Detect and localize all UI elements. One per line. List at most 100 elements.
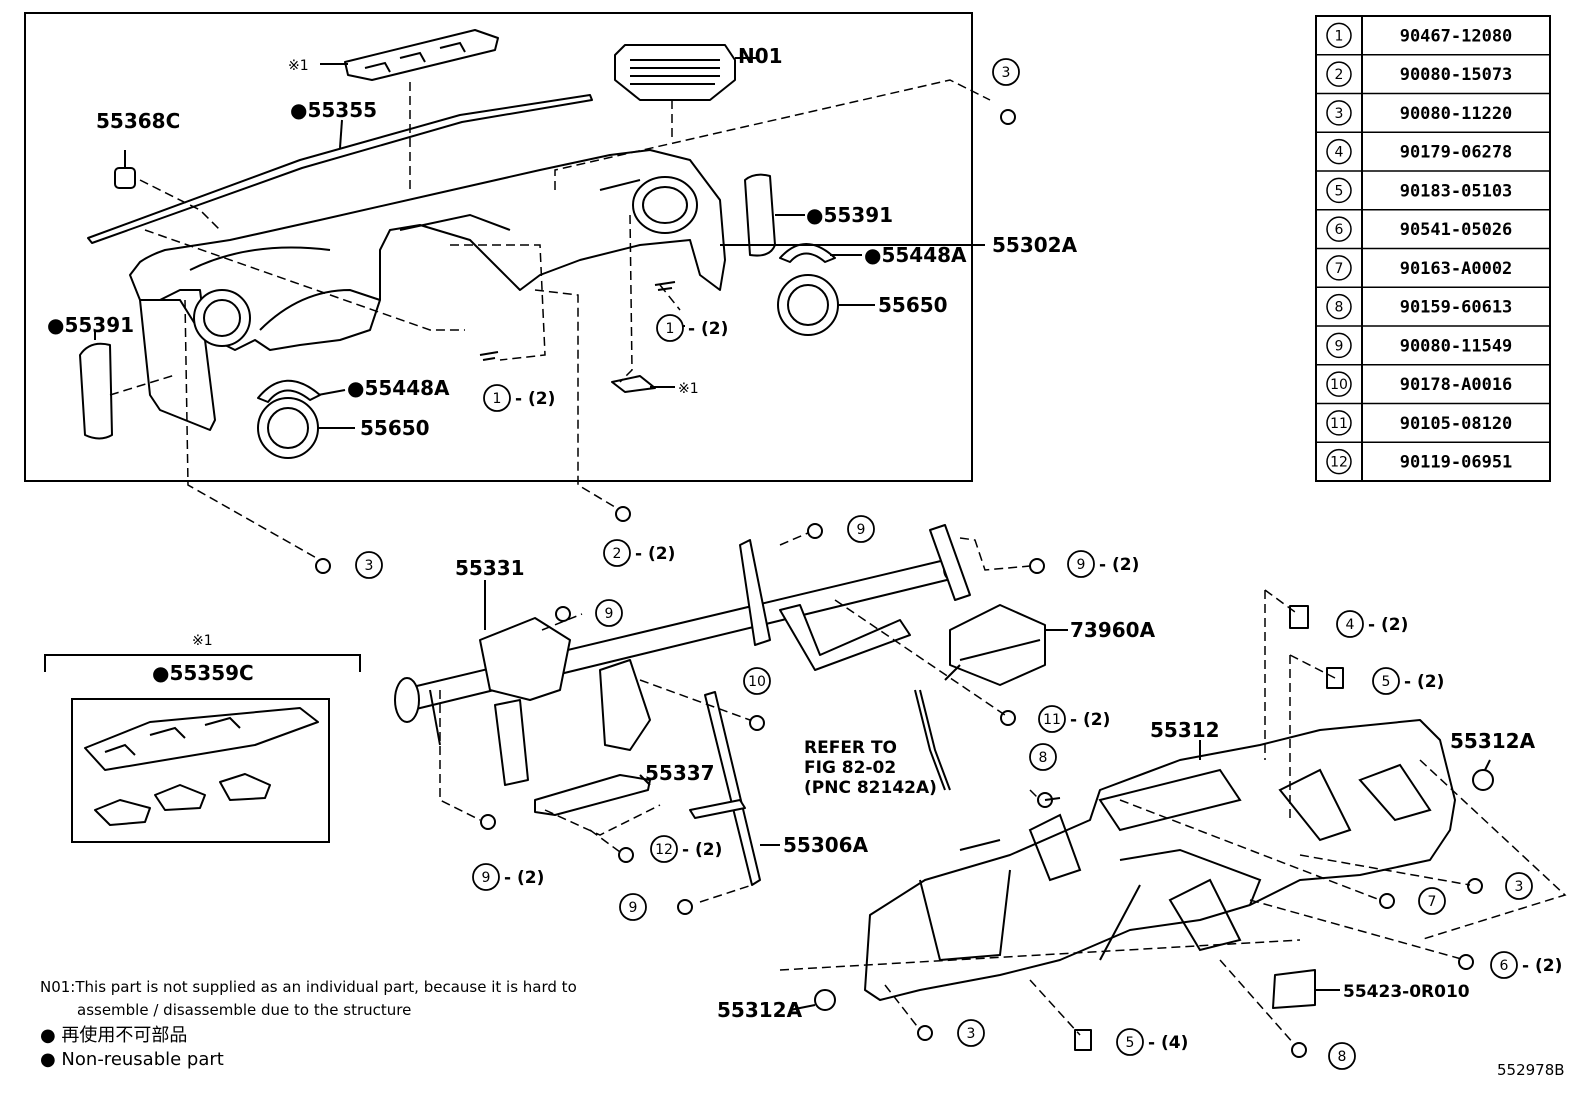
callout-circle xyxy=(1328,1042,1356,1070)
callout-circle xyxy=(472,863,500,891)
dashed-guides xyxy=(439,532,1567,1046)
label-55312a-right: 55312A xyxy=(1450,729,1536,753)
callout-circle xyxy=(650,835,678,863)
part-labels: N01 ※1 ●55355 55368C ●55391 ●55448A 5530… xyxy=(40,44,1565,1079)
callout-c8_bottom: 8 xyxy=(1328,1042,1356,1070)
vent-n01 xyxy=(614,44,736,101)
table-row-part-number: 90178-A0016 xyxy=(1400,375,1513,395)
label-marker-top: ※1 xyxy=(288,58,309,74)
callout-c6: 6 - (2) xyxy=(1490,951,1562,979)
callout-c3_top: 3 xyxy=(992,58,1020,86)
callout-number: 10 xyxy=(748,674,766,690)
callout-c9_mid: 9 xyxy=(595,599,623,627)
callout-c11: 11- (2) xyxy=(1038,705,1110,733)
refer-note-line3: (PNC 82142A) xyxy=(804,778,937,798)
callout-c3_right: 3 xyxy=(1505,872,1533,900)
table-row-circle xyxy=(1326,22,1352,49)
callout-circle xyxy=(1418,887,1446,915)
callout-quantity: - (2) xyxy=(1368,615,1408,635)
table-row-circle xyxy=(1326,61,1352,87)
label-55650-right: 55650 xyxy=(878,293,948,317)
table-row-number: 7 xyxy=(1335,261,1344,277)
callout-number: 6 xyxy=(1500,958,1509,974)
callout-c7: 7 xyxy=(1418,887,1446,915)
table-row-number: 11 xyxy=(1330,416,1348,432)
label-55312a-left: 55312A xyxy=(717,998,803,1022)
airbag-73960a xyxy=(944,604,1046,686)
label-55355: ●55355 xyxy=(290,98,377,122)
lower-panel-55312 xyxy=(864,719,1456,1001)
callout-circle xyxy=(1372,667,1400,695)
callout-number: 3 xyxy=(1002,65,1011,81)
callout-quantity: - (2) xyxy=(1522,956,1562,976)
callout-c9_bottom: 9 xyxy=(619,893,647,921)
inset-55359c xyxy=(44,654,361,843)
callout-c4: 4 - (2) xyxy=(1336,610,1408,638)
footnote-n01-line2: assemble / disassemble due to the struct… xyxy=(77,1001,411,1019)
table-row-part-number: 90105-08120 xyxy=(1400,414,1513,434)
label-inset-marker: ※1 xyxy=(192,633,213,649)
table-row-part-number: 90541-05026 xyxy=(1400,220,1513,240)
callout-number: 5 xyxy=(1382,674,1391,690)
refer-note-line1: REFER TO xyxy=(804,738,897,758)
brace-55306a xyxy=(704,691,761,886)
table-row-number: 8 xyxy=(1335,300,1344,316)
callout-quantity: - (2) xyxy=(1404,672,1444,692)
callout-circle xyxy=(1116,1028,1144,1056)
callout-circle xyxy=(1505,872,1533,900)
bezel-right xyxy=(779,243,836,263)
label-73960a: 73960A xyxy=(1070,618,1156,642)
legend-english: ● Non-reusable part xyxy=(40,1049,224,1070)
table-row-part-number: 90080-11549 xyxy=(1400,336,1513,356)
callout-number: 7 xyxy=(1428,894,1437,910)
callout-number: 12 xyxy=(655,842,673,858)
refer-note-line2: FIG 82-02 xyxy=(804,758,896,778)
callout-circle xyxy=(1067,550,1095,578)
callout-c3_left: 3 xyxy=(355,551,383,579)
table-row-part-number: 90159-60613 xyxy=(1400,298,1513,318)
callout-quantity: - (2) xyxy=(504,868,544,888)
table-row-number: 5 xyxy=(1335,183,1344,199)
callout-number: 3 xyxy=(1515,879,1524,895)
cover-55423 xyxy=(1272,969,1316,1009)
table-row-part-number: 90163-A0002 xyxy=(1400,259,1513,279)
table-row-circle xyxy=(1326,255,1352,281)
callout-c9_left: 9- (2) xyxy=(472,863,544,891)
callout-circle xyxy=(1490,951,1518,979)
callout-number: 9 xyxy=(629,900,638,916)
table-row-circle xyxy=(1326,448,1352,475)
label-55306a: 55306A xyxy=(783,833,869,857)
label-55359c: ●55359C xyxy=(152,661,254,685)
label-55423: 55423-0R010 xyxy=(1343,982,1470,1002)
label-55391-right: ●55391 xyxy=(806,203,893,227)
callout-number: 5 xyxy=(1126,1035,1135,1051)
label-55448a-right: ●55448A xyxy=(864,243,967,267)
callout-number: 3 xyxy=(967,1026,976,1042)
callout-circle xyxy=(1038,705,1066,733)
callout-c2: 2- (2) xyxy=(603,539,675,567)
callout-circle xyxy=(743,667,771,695)
label-55337: 55337 xyxy=(645,761,715,785)
callout-number: 4 xyxy=(1346,617,1355,633)
callout-quantity: - (2) xyxy=(1099,555,1139,575)
callout-number: 3 xyxy=(365,558,374,574)
plug-55312a-right xyxy=(1472,769,1494,791)
label-55302a: 55302A xyxy=(992,233,1078,257)
callout-circle xyxy=(355,551,383,579)
table-row-number: 10 xyxy=(1330,377,1348,393)
callout-circle xyxy=(1336,610,1364,638)
table-row-part-number: 90080-15073 xyxy=(1400,65,1513,85)
harness xyxy=(914,689,951,791)
plug-55312a-left xyxy=(814,989,836,1011)
callout-circle xyxy=(483,384,511,412)
label-n01: N01 xyxy=(738,44,783,68)
callout-number: 11 xyxy=(1043,712,1061,728)
callout-quantity: - (2) xyxy=(682,840,722,860)
callout-number: 1 xyxy=(493,391,502,407)
label-55650-left: 55650 xyxy=(360,416,430,440)
table-row-number: 4 xyxy=(1335,145,1344,161)
label-55312: 55312 xyxy=(1150,718,1220,742)
